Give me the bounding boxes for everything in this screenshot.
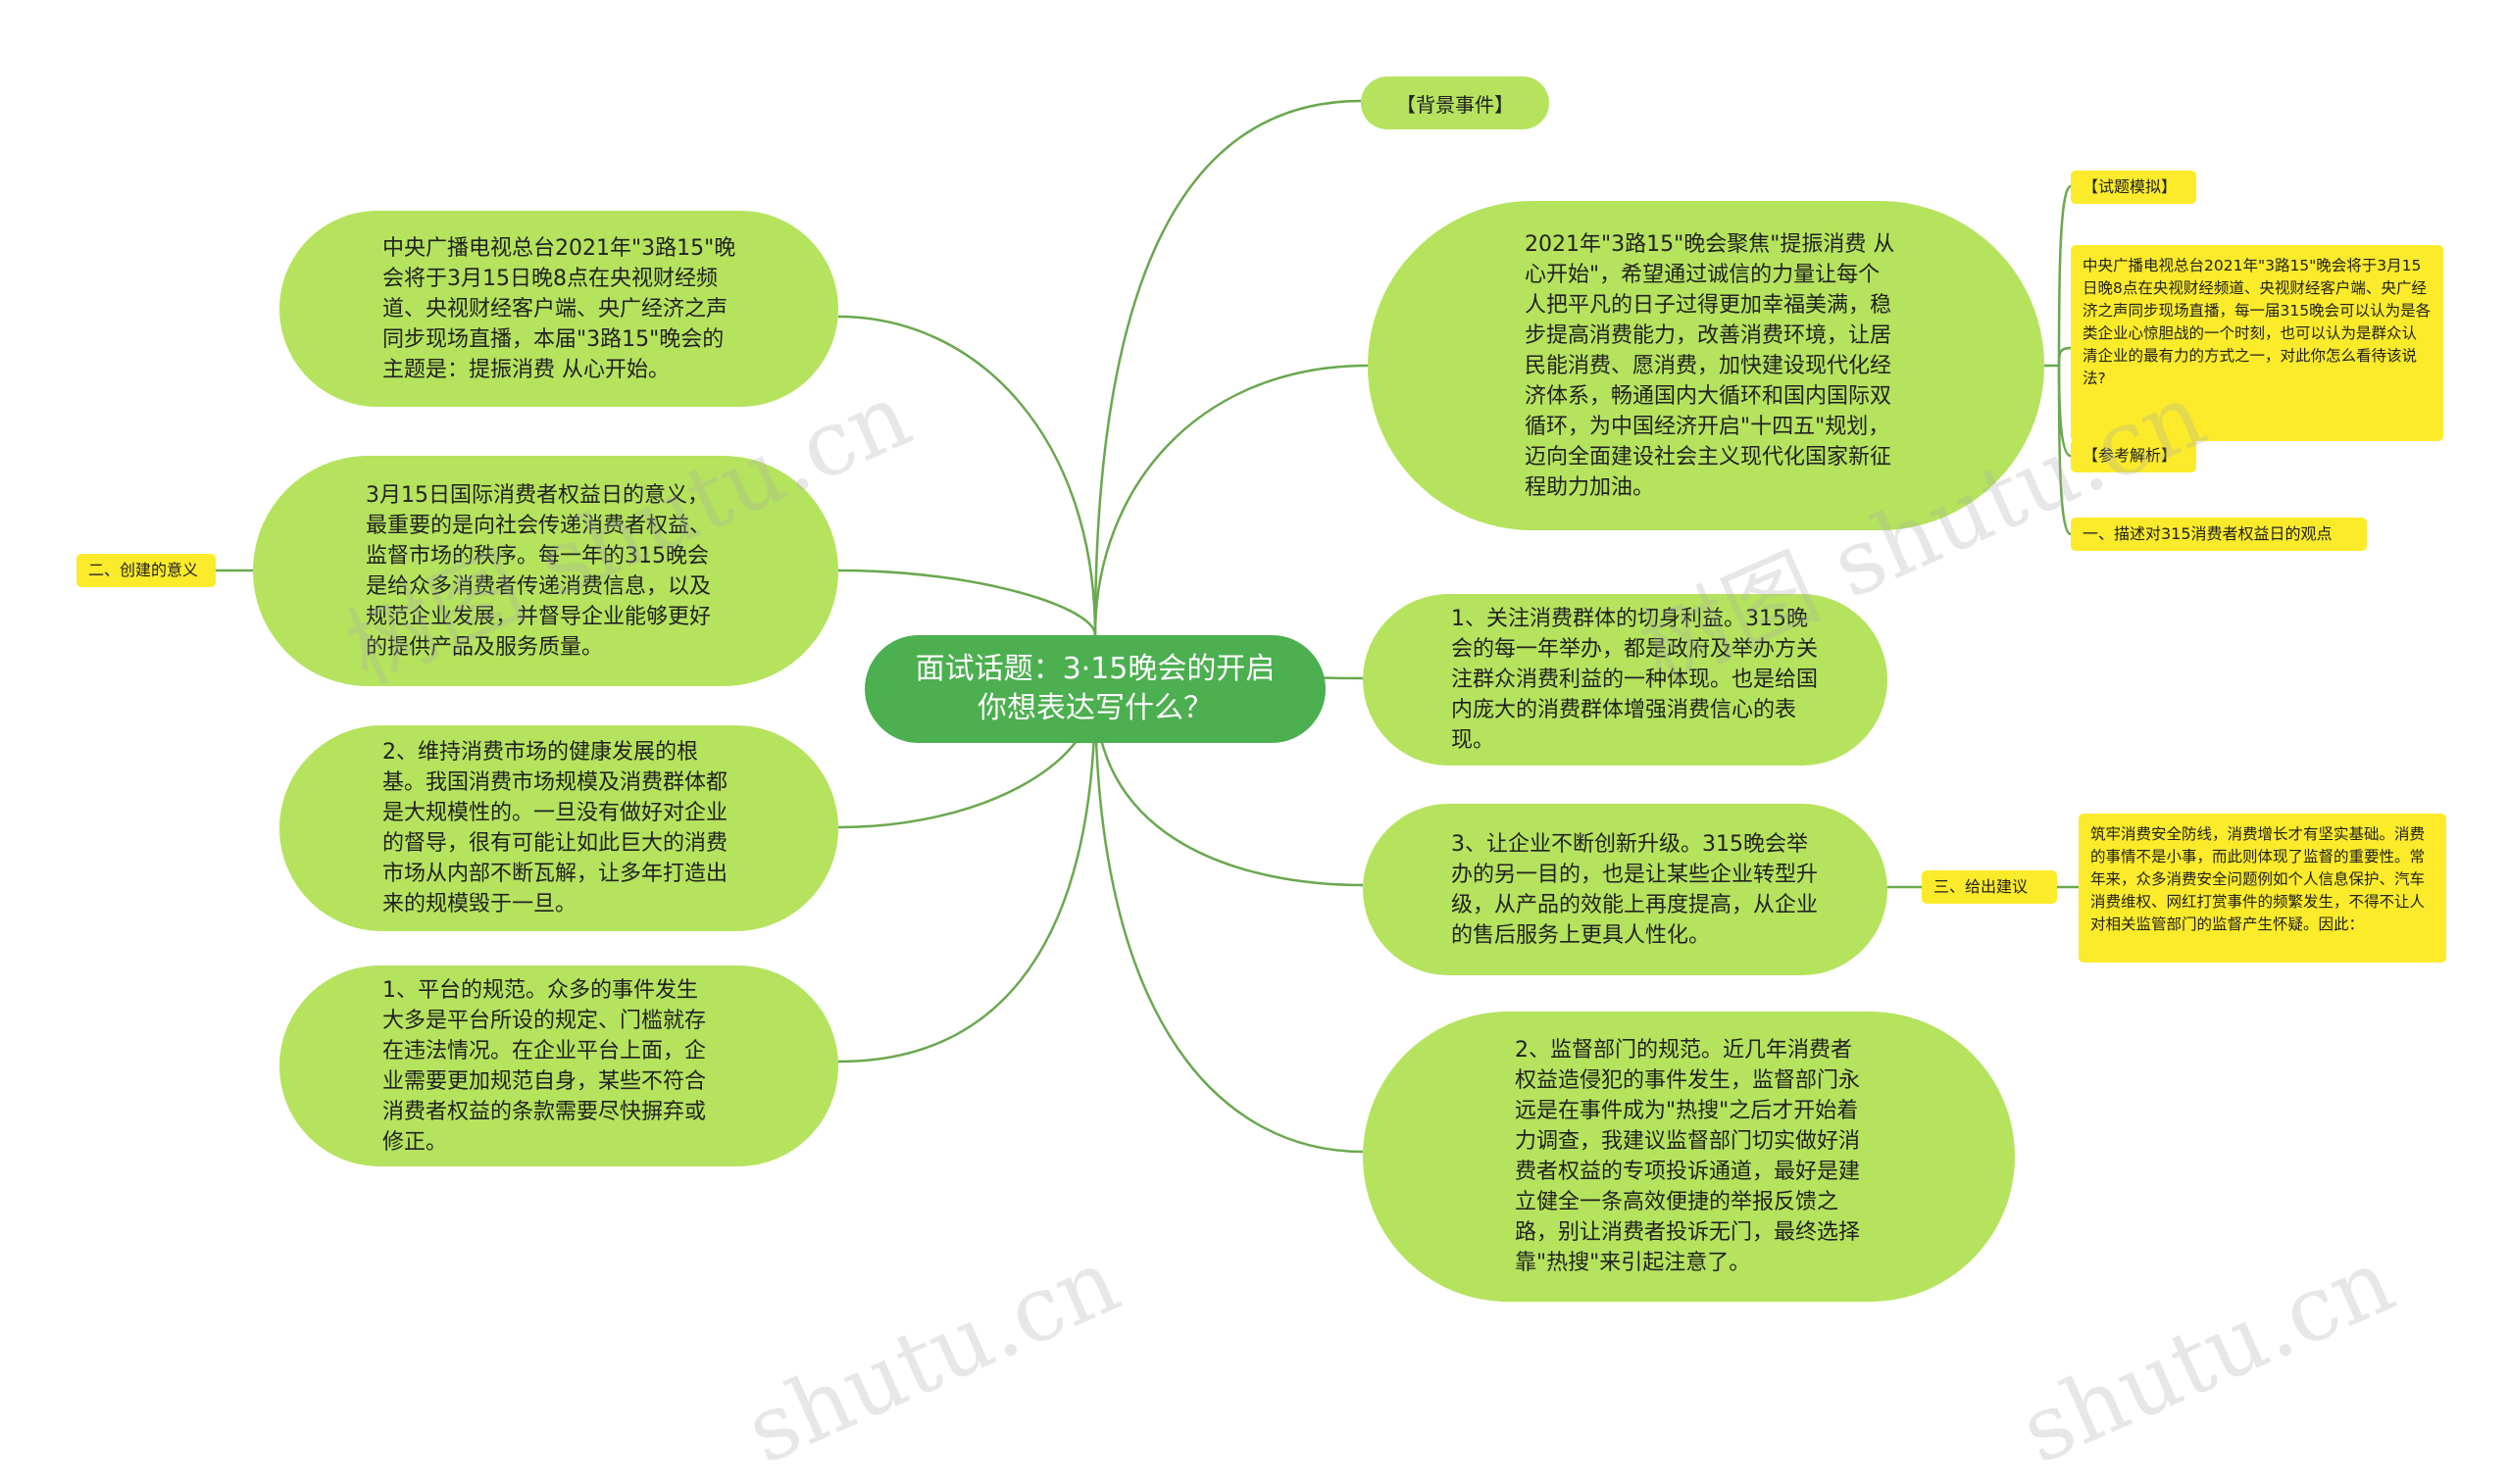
describe-view-label: 一、描述对315消费者权益日的观点 — [2083, 524, 2333, 543]
link-root-platform — [837, 689, 1097, 1064]
root-title: 面试话题：3·15晚会的开启 你想表达写什么？ — [915, 652, 1276, 725]
give-advice-label: 三、给出建议 — [1933, 877, 2029, 896]
mock-question-label: 【试题模拟】 — [2083, 177, 2178, 196]
link-root-event — [1093, 364, 1369, 636]
reference-tag[interactable]: 【参考解析】 — [2071, 439, 2196, 472]
regulator-bubble[interactable]: 2、监督部门的规范。近几年消费者权益造侵犯的事件发生，监督部门永远是在事件成为"… — [1363, 1012, 2015, 1302]
point1-bubble[interactable]: 1、关注消费群体的切身利益。315晚会的每一年举办，都是政府及举办方关注群众消费… — [1363, 594, 1887, 766]
intro-bubble[interactable]: 中央广播电视总台2021年"3路15"晚会将于3月15日晚8点在央视财经频道、央… — [279, 211, 838, 407]
platform-bubble[interactable]: 1、平台的规范。众多的事件发生大多是平台所设的规定、门槛就存在违法情况。在企业平… — [279, 965, 838, 1166]
link-bracket-view — [2057, 365, 2072, 536]
link-root-point3 — [1093, 689, 1364, 887]
describe-view-tag[interactable]: 一、描述对315消费者权益日的观点 — [2071, 518, 2367, 551]
creation-meaning-tag[interactable]: 二、创建的意义 — [76, 554, 216, 587]
advice-text: 筑牢消费安全防线，消费增长才有坚实基础。消费的事情不是小事，而此则体现了监督的重… — [2090, 825, 2426, 933]
market-text: 2、维持消费市场的健康发展的根基。我国消费市场规模及消费群体都是大规模性的。一旦… — [382, 740, 728, 916]
link-bracket-note — [2057, 346, 2072, 367]
link-bracket-mock — [2057, 184, 2072, 367]
advice-note[interactable]: 筑牢消费安全防线，消费增长才有坚实基础。消费的事情不是小事，而此则体现了监督的重… — [2079, 814, 2446, 963]
background-event-tag[interactable]: 【背景事件】 — [1361, 76, 1549, 129]
regulator-text: 2、监督部门的规范。近几年消费者权益造侵犯的事件发生，监督部门永远是在事件成为"… — [1515, 1038, 1861, 1275]
root-topic[interactable]: 面试话题：3·15晚会的开启 你想表达写什么？ — [865, 635, 1326, 743]
mock-question-tag[interactable]: 【试题模拟】 — [2071, 171, 2196, 204]
mock-question-text: 中央广播电视总台2021年"3路15"晚会将于3月15日晚8点在央视财经频道、央… — [2083, 257, 2432, 387]
market-bubble[interactable]: 2、维持消费市场的健康发展的根基。我国消费市场规模及消费群体都是大规模性的。一旦… — [279, 725, 838, 931]
meaning-text: 3月15日国际消费者权益日的意义，最重要的是向社会传递消费者权益、监督市场的秩序… — [366, 482, 712, 660]
event-text: 2021年"3路15"晚会聚焦"提振消费 从心开始"，希望通过诚信的力量让每个人… — [1525, 231, 1895, 500]
link-root-background — [1093, 99, 1362, 636]
creation-meaning-label: 二、创建的意义 — [88, 561, 199, 579]
point3-text: 3、让企业不断创新升级。315晚会举办的另一目的，也是让某些企业转型升级，从产品… — [1451, 831, 1819, 948]
platform-text: 1、平台的规范。众多的事件发生大多是平台所设的规定、门槛就存在违法情况。在企业平… — [382, 977, 707, 1155]
mock-question-note[interactable]: 中央广播电视总台2021年"3路15"晚会将于3月15日晚8点在央视财经频道、央… — [2071, 245, 2443, 441]
meaning-bubble[interactable]: 3月15日国际消费者权益日的意义，最重要的是向社会传递消费者权益、监督市场的秩序… — [253, 456, 838, 686]
point1-text: 1、关注消费群体的切身利益。315晚会的每一年举办，都是政府及举办方关注群众消费… — [1451, 607, 1819, 753]
point3-bubble[interactable]: 3、让企业不断创新升级。315晚会举办的另一目的，也是让某些企业转型升级，从产品… — [1363, 804, 1887, 975]
intro-text: 中央广播电视总台2021年"3路15"晚会将于3月15日晚8点在央视财经频道、央… — [382, 235, 736, 382]
give-advice-tag[interactable]: 三、给出建议 — [1922, 870, 2057, 904]
connector-lines — [216, 99, 2079, 1154]
event-bubble[interactable]: 2021年"3路15"晚会聚焦"提振消费 从心开始"，希望通过诚信的力量让每个人… — [1368, 201, 2044, 530]
reference-label: 【参考解析】 — [2083, 446, 2178, 465]
link-root-meaning — [837, 569, 1097, 636]
link-root-intro — [837, 315, 1097, 636]
link-root-regulator — [1093, 689, 1364, 1154]
background-event-label: 【背景事件】 — [1396, 92, 1514, 117]
